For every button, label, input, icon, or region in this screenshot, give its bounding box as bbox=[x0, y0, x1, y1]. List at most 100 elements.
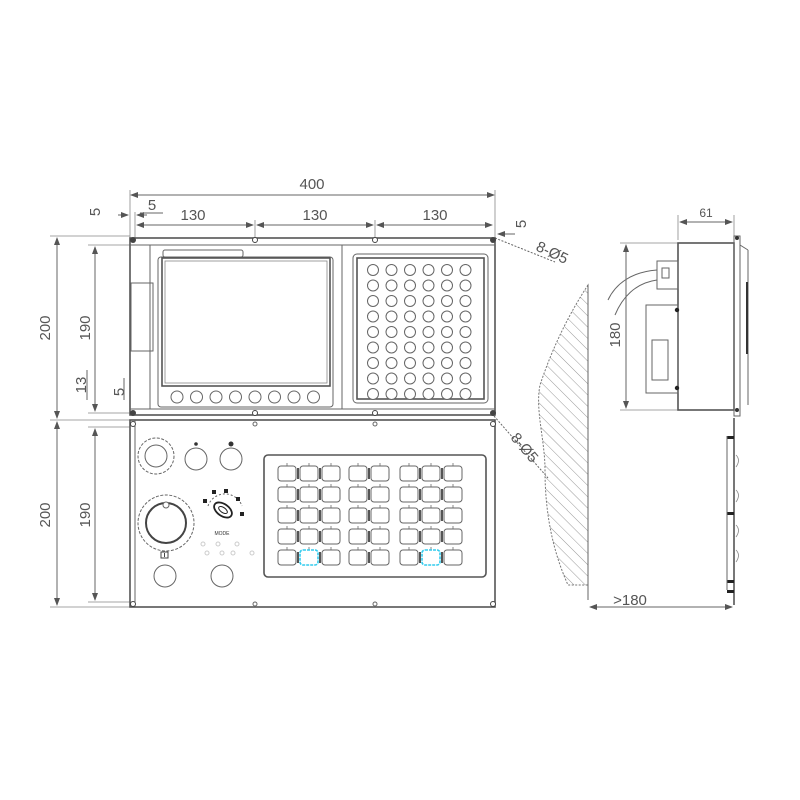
mode-selector-switch[interactable]: MODE bbox=[203, 489, 244, 537]
power-off-button[interactable] bbox=[210, 564, 234, 588]
keypad-key[interactable] bbox=[441, 310, 453, 323]
machine-key[interactable] bbox=[419, 505, 441, 524]
machine-key[interactable] bbox=[348, 484, 368, 503]
machine-key[interactable] bbox=[419, 526, 441, 545]
keypad-key[interactable] bbox=[422, 341, 435, 354]
machine-key[interactable] bbox=[368, 484, 390, 503]
machine-key[interactable] bbox=[297, 463, 319, 482]
soft-key[interactable] bbox=[229, 390, 242, 404]
keypad-key[interactable] bbox=[404, 372, 416, 385]
keypad-key[interactable] bbox=[422, 357, 435, 369]
keypad-key[interactable] bbox=[422, 310, 435, 323]
keypad-key[interactable] bbox=[367, 264, 379, 276]
soft-key[interactable] bbox=[307, 390, 320, 404]
machine-key[interactable] bbox=[368, 526, 390, 545]
machine-key[interactable] bbox=[399, 547, 419, 566]
machine-key[interactable] bbox=[348, 463, 368, 482]
keypad-key[interactable] bbox=[367, 310, 379, 323]
keypad-key[interactable] bbox=[422, 326, 435, 338]
keypad-key[interactable] bbox=[441, 341, 453, 354]
machine-key[interactable] bbox=[441, 505, 463, 524]
keypad-key[interactable] bbox=[367, 357, 379, 369]
machine-key[interactable] bbox=[441, 547, 463, 566]
keypad-key[interactable] bbox=[385, 264, 398, 276]
keypad-key[interactable] bbox=[459, 357, 472, 369]
feed-override-handwheel[interactable] bbox=[137, 494, 195, 552]
keypad-key[interactable] bbox=[404, 295, 416, 307]
keypad-key[interactable] bbox=[385, 372, 398, 385]
machine-key[interactable] bbox=[441, 463, 463, 482]
keypad-key[interactable] bbox=[422, 388, 435, 400]
machine-key[interactable] bbox=[277, 484, 297, 503]
keypad-key[interactable] bbox=[459, 264, 472, 276]
emergency-stop-button[interactable] bbox=[137, 437, 175, 475]
keypad-key[interactable] bbox=[441, 279, 453, 292]
machine-key[interactable] bbox=[441, 484, 463, 503]
machine-key[interactable] bbox=[348, 547, 368, 566]
keypad-key[interactable] bbox=[441, 264, 453, 276]
keypad-key[interactable] bbox=[367, 372, 379, 385]
machine-key[interactable] bbox=[419, 484, 441, 503]
keypad-key[interactable] bbox=[404, 357, 416, 369]
machine-key[interactable] bbox=[277, 463, 297, 482]
keypad-key[interactable] bbox=[459, 310, 472, 323]
keypad-key[interactable] bbox=[367, 295, 379, 307]
machine-key[interactable] bbox=[297, 526, 319, 545]
keypad-key[interactable] bbox=[459, 326, 472, 338]
machine-key[interactable] bbox=[368, 505, 390, 524]
keypad-key[interactable] bbox=[422, 279, 435, 292]
soft-key[interactable] bbox=[248, 390, 262, 404]
keypad-key[interactable] bbox=[441, 372, 453, 385]
soft-key[interactable] bbox=[170, 390, 184, 404]
machine-key[interactable] bbox=[319, 463, 341, 482]
machine-key[interactable] bbox=[348, 526, 368, 545]
keypad-key[interactable] bbox=[441, 326, 453, 338]
keypad-key[interactable] bbox=[459, 372, 472, 385]
machine-key[interactable] bbox=[368, 547, 390, 566]
soft-key[interactable] bbox=[209, 390, 223, 404]
keypad-key[interactable] bbox=[441, 357, 453, 369]
machine-key[interactable] bbox=[277, 505, 297, 524]
machine-key[interactable] bbox=[441, 526, 463, 545]
keypad-key[interactable] bbox=[404, 264, 416, 276]
keypad-key[interactable] bbox=[422, 295, 435, 307]
keypad-key[interactable] bbox=[367, 341, 379, 354]
keypad-key[interactable] bbox=[367, 388, 379, 400]
keypad-key[interactable] bbox=[385, 326, 398, 338]
power-on-button[interactable] bbox=[153, 564, 177, 588]
keypad-key[interactable] bbox=[459, 388, 472, 400]
cycle-start-button[interactable] bbox=[184, 442, 208, 471]
machine-key[interactable] bbox=[319, 547, 341, 566]
keypad-key[interactable] bbox=[441, 388, 453, 400]
machine-key[interactable] bbox=[419, 547, 441, 566]
machine-key[interactable] bbox=[319, 505, 341, 524]
machine-key[interactable] bbox=[297, 505, 319, 524]
feed-hold-button[interactable] bbox=[219, 441, 243, 471]
keypad-key[interactable] bbox=[367, 279, 379, 292]
keypad-key[interactable] bbox=[385, 341, 398, 354]
keypad-key[interactable] bbox=[385, 310, 398, 323]
machine-key[interactable] bbox=[399, 484, 419, 503]
keypad-key[interactable] bbox=[459, 341, 472, 354]
keypad-key[interactable] bbox=[404, 310, 416, 323]
machine-key[interactable] bbox=[319, 526, 341, 545]
machine-key[interactable] bbox=[348, 505, 368, 524]
keypad-key[interactable] bbox=[385, 357, 398, 369]
keypad-key[interactable] bbox=[385, 279, 398, 292]
keypad-key[interactable] bbox=[422, 372, 435, 385]
machine-key[interactable] bbox=[277, 547, 297, 566]
machine-key[interactable] bbox=[399, 526, 419, 545]
soft-key[interactable] bbox=[190, 390, 203, 404]
keypad-key[interactable] bbox=[385, 388, 398, 400]
machine-key[interactable] bbox=[277, 526, 297, 545]
keypad-key[interactable] bbox=[441, 295, 453, 307]
machine-key[interactable] bbox=[368, 463, 390, 482]
keypad-key[interactable] bbox=[404, 388, 416, 400]
keypad-key[interactable] bbox=[367, 326, 379, 338]
machine-key[interactable] bbox=[419, 463, 441, 482]
keypad-key[interactable] bbox=[404, 279, 416, 292]
keypad-key[interactable] bbox=[404, 326, 416, 338]
machine-key[interactable] bbox=[297, 484, 319, 503]
soft-key[interactable] bbox=[268, 390, 281, 404]
keypad-key[interactable] bbox=[422, 264, 435, 276]
